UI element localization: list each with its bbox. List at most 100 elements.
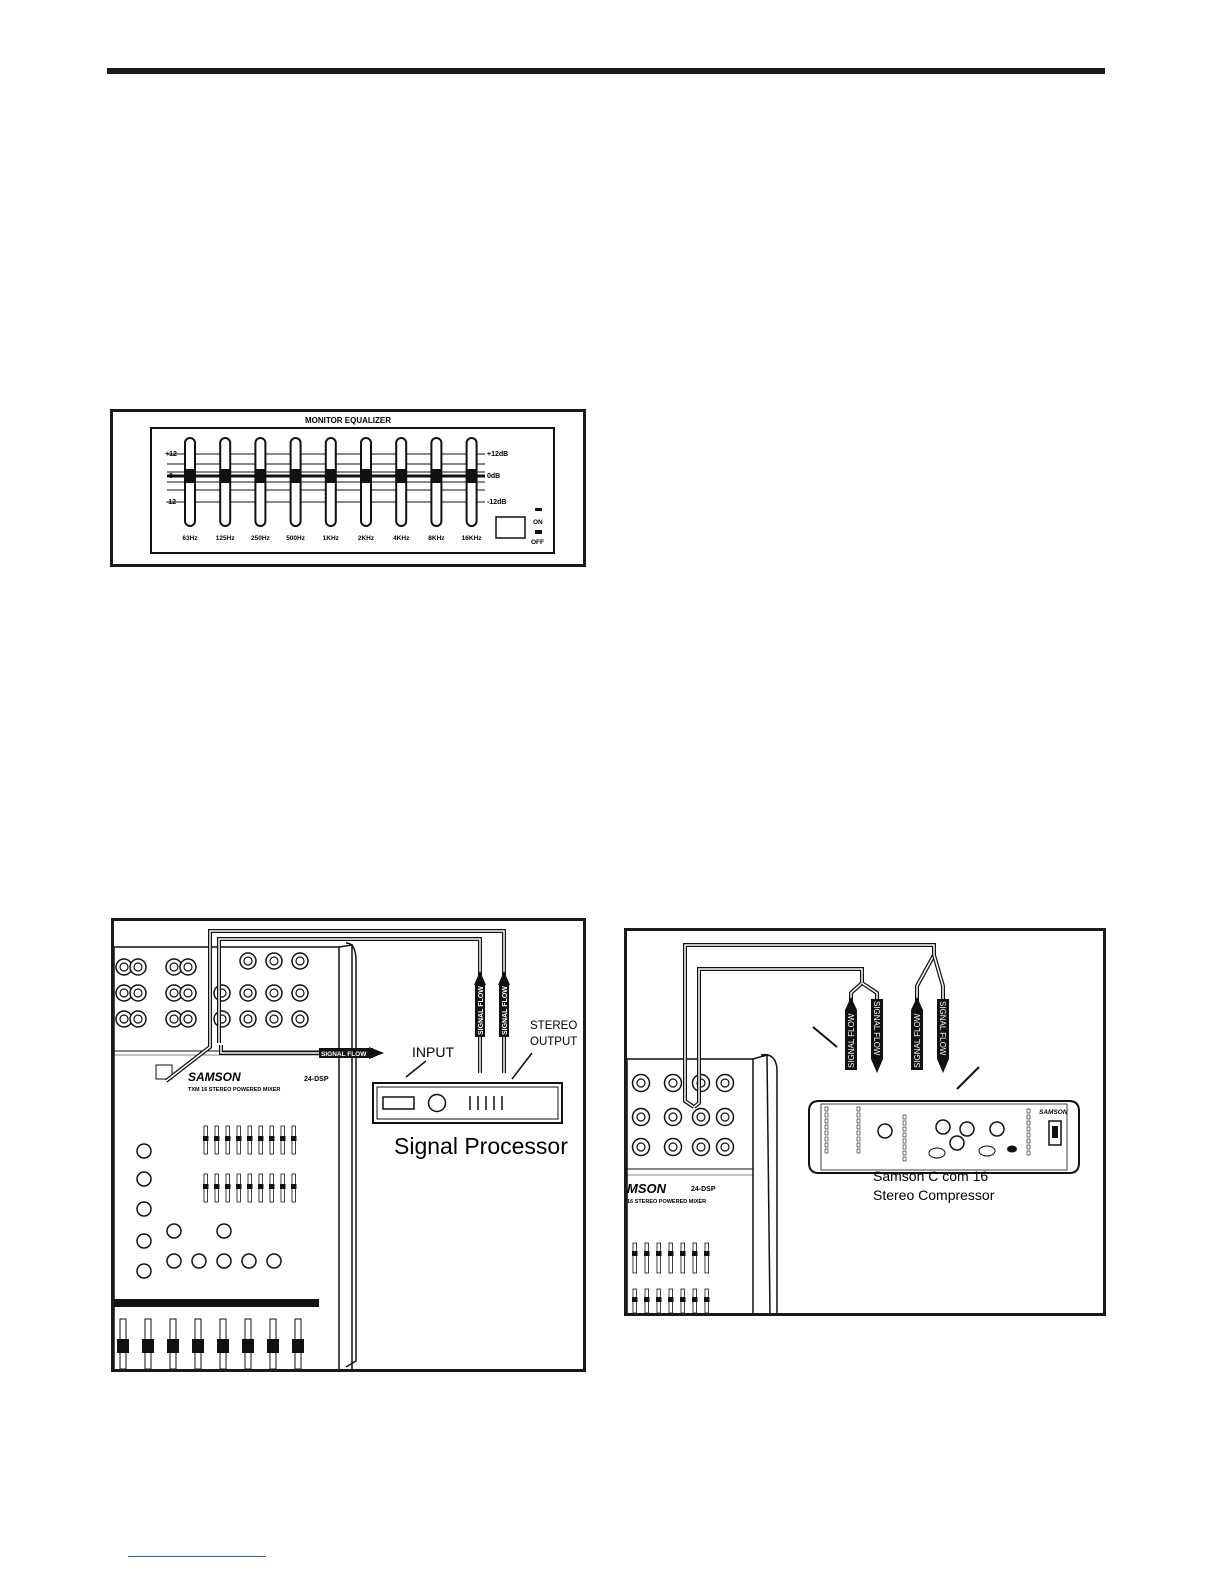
eq-band-slider[interactable] [185, 438, 195, 526]
jack-inner [134, 989, 142, 997]
signal-flow-label-1: SIGNAL FLOW [478, 986, 485, 1035]
mini-fader-cap [656, 1251, 662, 1256]
eq-band-slider[interactable] [326, 438, 336, 526]
eq-band-slider[interactable] [291, 438, 301, 526]
meter-segment [903, 1121, 906, 1125]
meter-segment [903, 1139, 906, 1143]
eq-slider-cap [467, 469, 477, 483]
mini-fader-track [693, 1243, 697, 1273]
compressor-led [1007, 1146, 1017, 1153]
mini-fader-cap [269, 1136, 275, 1141]
meter-segment [903, 1127, 906, 1131]
jack-inner [697, 1113, 705, 1121]
eq-scale-left-bottom: -12 [166, 499, 176, 506]
eq-band-slider[interactable] [220, 438, 230, 526]
signal-flow-label-3: SIGNAL FLOW [321, 1051, 367, 1058]
meter-segment [825, 1125, 828, 1129]
jack-inner [721, 1079, 729, 1087]
mini-fader-cap [214, 1136, 220, 1141]
eq-band-slider[interactable] [361, 438, 371, 526]
compressor-knob [878, 1124, 892, 1138]
compressor-figure: MSON 16 STEREO POWERED MIXER 24-DSP SIGN… [624, 928, 1106, 1316]
eq-title: MONITOR EQUALIZER [305, 416, 391, 425]
meter-segment [903, 1133, 906, 1137]
pointer-line-left [813, 1027, 837, 1047]
eq-switch-off-label: OFF [531, 539, 544, 546]
mini-fader-track [645, 1243, 649, 1273]
mini-fader-cap [236, 1184, 242, 1189]
mini-fader-cap [704, 1297, 710, 1302]
jack-inner [134, 1015, 142, 1023]
eq-band-slider[interactable] [396, 438, 406, 526]
processor-knob[interactable] [429, 1095, 446, 1112]
eq-band-slider[interactable] [431, 438, 441, 526]
signal-flow-arrow-up-1 [474, 971, 486, 985]
jack-inner [296, 957, 304, 965]
mixer-knob [167, 1224, 181, 1238]
jack-inner [170, 1015, 178, 1023]
signal-processor-caption: Signal Processor [394, 1133, 568, 1159]
jack-inner [296, 1015, 304, 1023]
mini-fader-cap [203, 1184, 209, 1189]
meter-segment [825, 1149, 828, 1153]
jack-inner [184, 963, 192, 971]
meter-segment [857, 1107, 860, 1111]
eq-onoff-switch[interactable] [496, 517, 525, 538]
signal-flow-label-3: SIGNAL FLOW [913, 1013, 922, 1068]
monitor-equalizer-svg: MONITOR EQUALIZER +12 0 -12 +12dB 0dB -1… [113, 412, 583, 564]
jack-inner [244, 989, 252, 997]
mixer-knob [137, 1144, 151, 1158]
compressor-caption-line-2: Stereo Compressor [873, 1187, 995, 1203]
eq-band-labels: 63Hz125Hz250Hz500Hz1KHz2KHz4KHz8KHz16KHz [182, 535, 482, 542]
eq-band-label: 16KHz [462, 535, 483, 542]
meter-segment [857, 1143, 860, 1147]
eq-slider-cap [326, 469, 336, 483]
channel-fader-cap [217, 1339, 229, 1353]
mini-fader-cap [680, 1251, 686, 1256]
meter-segment [825, 1119, 828, 1123]
channel-fader-cap [242, 1339, 254, 1353]
compressor-power-rocker [1052, 1126, 1058, 1138]
eq-scale-left-mid: 0 [169, 473, 173, 480]
eq-slider-cap [396, 469, 406, 483]
mixer-rack-handle [339, 945, 352, 1369]
mini-fader-cap [291, 1184, 297, 1189]
header-rule [107, 68, 1105, 74]
jack-inner [637, 1113, 645, 1121]
compressor-svg: MSON 16 STEREO POWERED MIXER 24-DSP SIGN… [627, 931, 1103, 1313]
eq-sliders [185, 438, 477, 526]
eq-on-indicator [535, 508, 542, 511]
eq-switch-on-label: ON [533, 519, 543, 526]
mini-fader-cap [247, 1136, 253, 1141]
mini-fader-cap [225, 1184, 231, 1189]
meter-segment [857, 1149, 860, 1153]
meter-segment [1027, 1151, 1030, 1155]
mini-fader-cap [258, 1136, 264, 1141]
eq-band-label: 2KHz [358, 535, 375, 542]
jack-inner [120, 989, 128, 997]
jack-inner [270, 957, 278, 965]
mini-fader-track [657, 1243, 661, 1273]
signal-flow-arrow-up-2 [911, 997, 923, 1010]
jack-inner [244, 957, 252, 965]
signal-flow-label-2: SIGNAL FLOW [502, 986, 509, 1035]
mini-fader-cap [692, 1251, 698, 1256]
signal-flow-arrow-up-2 [498, 971, 510, 985]
mini-fader-cap [632, 1251, 638, 1256]
eq-scale-right-mid: 0dB [487, 473, 500, 480]
eq-band-slider[interactable] [467, 438, 477, 526]
mini-fader-cap [225, 1136, 231, 1141]
mixer-knob [267, 1254, 281, 1268]
mini-fader-cap [280, 1136, 286, 1141]
eq-slider-cap [431, 469, 441, 483]
mixer-rack-handle [753, 1055, 770, 1313]
mixer-brand: MSON [627, 1181, 667, 1196]
eq-band-slider[interactable] [255, 438, 265, 526]
signal-flow-label-4: SIGNAL FLOW [938, 1001, 947, 1056]
mini-fader-track [681, 1243, 685, 1273]
meter-segment [857, 1137, 860, 1141]
jack-inner [244, 1015, 252, 1023]
pointer-line-right [957, 1067, 979, 1089]
jack-inner [697, 1143, 705, 1151]
meter-segment [825, 1113, 828, 1117]
